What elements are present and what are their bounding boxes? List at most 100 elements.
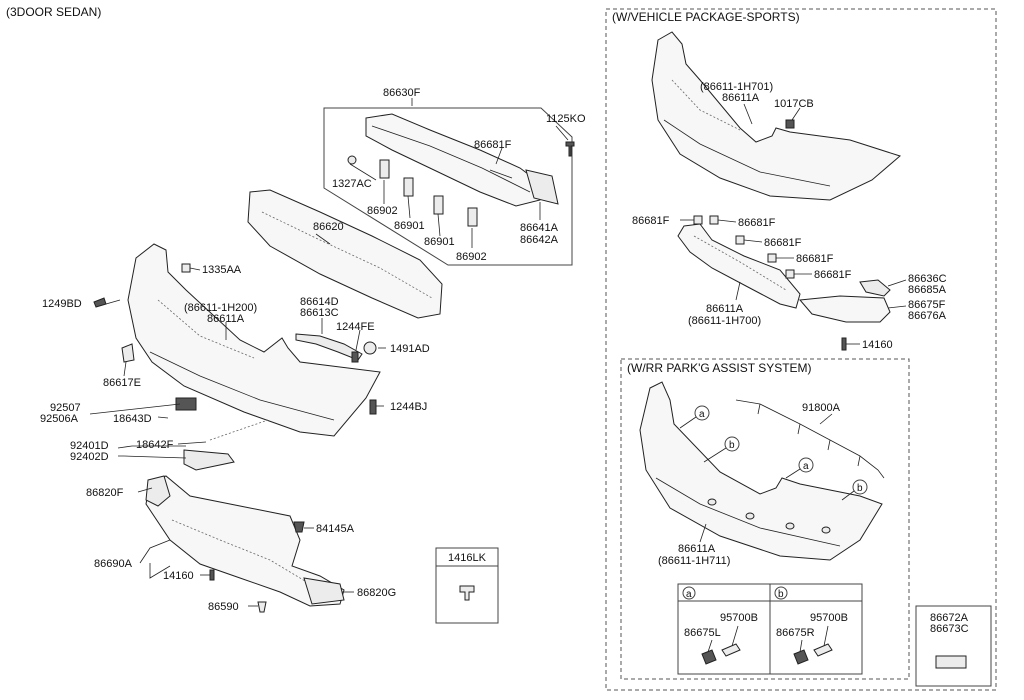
sports-cover-crease [663, 119, 831, 187]
svg-text:a: a [803, 461, 809, 472]
clip-86681F-s3 [735, 235, 745, 245]
box-86672A [915, 605, 992, 687]
label-84145A: 84145A [316, 523, 355, 535]
label-86681F-s3: 86681F [764, 237, 802, 249]
label-86681F: 86681F [474, 139, 512, 151]
screw-1017CB [785, 119, 795, 129]
label-1491AD: 1491AD [390, 343, 430, 355]
label-86902-b: 86902 [456, 251, 487, 263]
label-86611A-park: 86611A [678, 543, 716, 555]
label-86902-a: 86902 [367, 205, 398, 217]
label-1335AA: 1335AA [202, 264, 242, 276]
absorber-rib-line [261, 211, 433, 299]
label-86675L: 86675L [684, 627, 721, 639]
diagram-title: (3DOOR SEDAN) [6, 5, 101, 19]
callout-a-1: a [679, 405, 710, 429]
label-1017CB: 1017CB [774, 98, 814, 110]
bracket-86636C [859, 279, 891, 297]
label-86611A-sports-bot: 86611A [706, 303, 744, 315]
under-cover-rib [171, 519, 321, 591]
rear-bumper-rail [365, 113, 545, 207]
sports-package-group [605, 8, 997, 691]
svg-text:b: b [778, 589, 784, 600]
reflex-reflector [183, 449, 235, 471]
grommet-1491AD [363, 341, 377, 355]
label-86611A-sports-top: 86611A [722, 92, 760, 104]
clip-86902-b [467, 207, 478, 227]
label-86611-1H711: (86611-1H711) [658, 555, 730, 567]
sensor-box-a-callout: a [682, 586, 696, 600]
label-92402D: 92402D [70, 451, 109, 463]
label-86611-1H200: (86611-1H200) [184, 302, 257, 314]
bracket-86617E [121, 343, 135, 363]
clip-1416LK-icon [459, 585, 475, 601]
label-86630F: 86630F [383, 87, 421, 99]
screw-1244BJ [369, 399, 377, 415]
box-1416LK [435, 547, 499, 624]
sensor-box-b [769, 583, 863, 675]
sports-package-title: (W/VEHICLE PACKAGE-SPORTS) [612, 10, 800, 24]
reinforcement-group-outline [323, 107, 573, 266]
label-86590: 86590 [208, 601, 239, 613]
bumper-cover-crease [149, 351, 335, 421]
label-86901-b: 86901 [424, 236, 455, 248]
label-1327AC: 1327AC [332, 178, 372, 190]
label-86676A: 86676A [908, 310, 947, 322]
label-86611A: 86611A [207, 313, 245, 325]
wire-86681F [489, 169, 513, 179]
sensor-b-parts [793, 625, 833, 665]
callout-b-1: b [703, 436, 740, 463]
parking-assist-group [620, 358, 910, 680]
label-91800A: 91800A [802, 402, 841, 414]
label-86614D: 86614D [300, 296, 339, 308]
label-86681F-s1: 86681F [632, 215, 670, 227]
harness-leader [819, 413, 833, 425]
label-1244BJ: 1244BJ [390, 401, 427, 413]
sensor-a-parts [701, 625, 741, 665]
parking-assist-title: (W/RR PARK'G ASSIST SYSTEM) [627, 361, 812, 375]
label-18642F: 18642F [136, 439, 174, 451]
label-86672A: 86672A [930, 612, 969, 624]
rail-flange-line [371, 125, 531, 193]
label-14160-sports: 14160 [862, 339, 893, 351]
clip-84145A [293, 521, 305, 533]
screw-1244FE [351, 351, 359, 363]
left-leader-lines [89, 98, 569, 607]
sensor-hole-1 [707, 498, 717, 506]
sports-leader-lines [680, 103, 907, 345]
pin-14160-sports [841, 337, 847, 351]
label-92507: 92507 [50, 402, 81, 414]
under-cover [145, 475, 345, 607]
svg-text:b: b [729, 440, 735, 451]
garnish-86675F [798, 295, 891, 323]
label-95700B-a: 95700B [720, 612, 758, 624]
splash-shield-86820F [145, 475, 171, 507]
bolt-1125KO [565, 141, 575, 157]
label-86675F: 86675F [908, 299, 946, 311]
clip-86901-b [433, 195, 444, 215]
nut-1327AC [347, 155, 357, 165]
license-lamp [175, 397, 197, 411]
sports-diffuser [677, 223, 801, 309]
label-92506A: 92506A [40, 413, 79, 425]
label-86681F-s4: 86681F [796, 253, 834, 265]
sensor-hole-3 [785, 522, 795, 530]
sensor-box-b-callout: b [774, 586, 788, 600]
label-1249BD: 1249BD [42, 298, 82, 310]
label-86611-1H700: (86611-1H700) [688, 315, 761, 327]
label-86617E: 86617E [103, 377, 141, 389]
clip-1335AA [181, 263, 191, 273]
label-92401D: 92401D [70, 440, 109, 452]
clip-86681F-s5 [785, 269, 795, 279]
svg-text:a: a [686, 589, 692, 600]
pin-14160 [209, 569, 215, 581]
sensor-hole-2 [745, 512, 755, 520]
label-1125KO: 1125KO [546, 113, 586, 125]
svg-text:a: a [699, 409, 705, 420]
label-18643D: 18643D [113, 413, 152, 425]
callout-a-2: a [785, 457, 814, 479]
label-86901-a: 86901 [394, 220, 425, 232]
blanking-cap-icon [935, 655, 967, 669]
rail-bracket [525, 169, 559, 205]
label-86620: 86620 [313, 221, 344, 233]
